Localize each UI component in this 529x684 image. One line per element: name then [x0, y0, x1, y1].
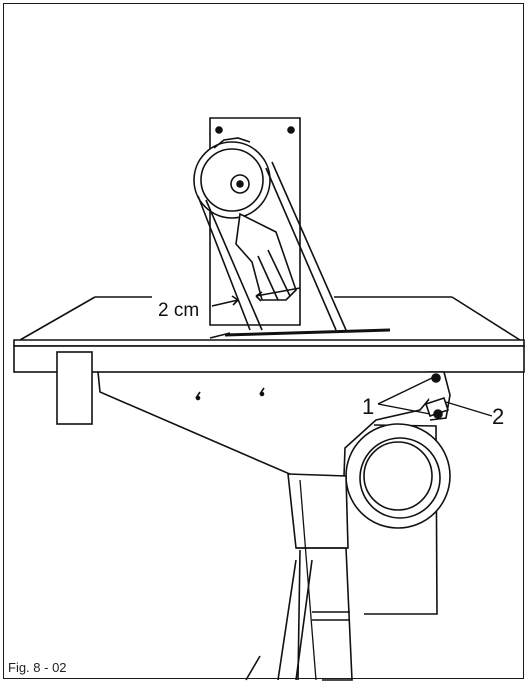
pedestal-column [287, 473, 353, 681]
table-leg [56, 351, 93, 425]
motor-housing [345, 423, 451, 615]
table-top [13, 296, 525, 373]
machine-base [97, 371, 433, 477]
callout-leaders [377, 377, 493, 417]
callout-1-label: 1 [362, 394, 374, 419]
callout-2-label: 2 [492, 404, 504, 429]
floor-legs [245, 559, 313, 681]
distance-label: 2 cm [158, 300, 199, 321]
figure-caption: Fig. 8 - 02 [8, 660, 67, 675]
v-belt [197, 161, 347, 331]
mounting-bracket [424, 371, 451, 421]
distance-dimension [211, 287, 301, 307]
belt-tensioner [235, 212, 297, 301]
pulley [193, 137, 271, 219]
